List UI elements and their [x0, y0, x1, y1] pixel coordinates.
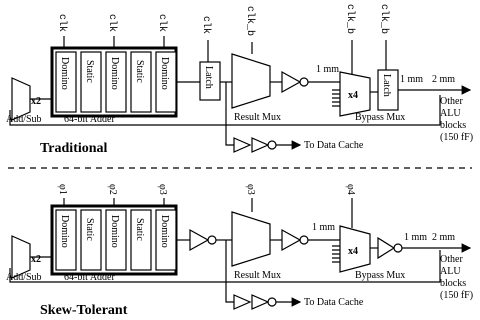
adder-inverter: [189, 228, 210, 252]
other-alu-label: (150 fF): [440, 290, 473, 301]
adder-stages: Domino Static Domino Static Domino: [55, 209, 177, 271]
stage-box: [55, 209, 77, 271]
length-1mm: 1 mm: [316, 64, 339, 75]
length-1mm: 1 mm: [312, 222, 335, 233]
to-cache-label: To Data Cache: [304, 140, 364, 151]
feedback-wire: [9, 95, 441, 126]
latch-label: Latch: [203, 66, 214, 89]
phase-label: φ1: [57, 184, 68, 195]
section-title: Skew-Tolerant: [40, 303, 128, 318]
to-cache-label: To Data Cache: [304, 297, 364, 308]
input-mux-x2: [11, 77, 31, 121]
other-alu-label: ALU: [440, 108, 461, 119]
stage-label: Domino: [159, 57, 170, 90]
inverter-bubble: [299, 77, 309, 87]
stage-label: Domino: [109, 215, 120, 248]
cache-branch-wire: [225, 240, 234, 303]
inverter-bubble: [207, 235, 217, 245]
mux-inverter: [281, 228, 302, 252]
stage-label: Static: [134, 218, 145, 241]
stage-box: [130, 51, 152, 113]
other-alu-label: ALU: [440, 266, 461, 277]
cache-buffer: [233, 137, 252, 153]
other-alu-label: Other: [440, 254, 463, 265]
stage-box: [55, 51, 77, 113]
stage-label: Domino: [159, 215, 170, 248]
x2-label: x2: [31, 254, 41, 265]
mux-phase-label: φ3: [245, 184, 256, 195]
clock-label: clk: [106, 14, 118, 32]
bypass-phase-label: φ4: [345, 184, 356, 195]
latch-box: [199, 61, 221, 101]
stage-label: Static: [134, 60, 145, 83]
cache-buffer-2: [251, 137, 270, 153]
bypass-inverter: [377, 236, 396, 260]
stage-label: Domino: [109, 57, 120, 90]
mux-inverter: [281, 70, 302, 94]
latch-clock-label: clk: [200, 16, 212, 34]
section-title: Traditional: [40, 141, 108, 156]
cache-buffer: [233, 294, 252, 310]
other-alu-label: blocks: [440, 120, 466, 131]
stage-box: [80, 209, 102, 271]
traditional-section: x2 Add/Sub Domino Static Domino Static D…: [6, 4, 473, 156]
addsub-label: Add/Sub: [6, 114, 42, 125]
cache-buffer-2: [251, 294, 270, 310]
result-mux: [231, 53, 271, 109]
feedback-wire: [9, 250, 441, 283]
result-mux-label: Result Mux: [234, 112, 281, 123]
phase-label: φ3: [157, 184, 168, 195]
x4-label: x4: [348, 90, 358, 101]
other-alu-label: blocks: [440, 278, 466, 289]
x4-label: x4: [348, 246, 358, 257]
latch2-label: Latch: [381, 74, 392, 97]
x2-label: x2: [31, 96, 41, 107]
length-2mm: 2 mm: [432, 232, 455, 243]
stage-label: Domino: [59, 57, 70, 90]
addsub-label: Add/Sub: [6, 272, 42, 283]
other-alu-label: Other: [440, 96, 463, 107]
latch2-clock-label: clk_b: [378, 4, 390, 34]
result-mux: [231, 211, 271, 267]
inverter-bubble: [267, 140, 277, 150]
bypass-mux: [339, 71, 371, 117]
result-mux-label: Result Mux: [234, 270, 281, 281]
skew-tolerant-section: x2 Add/Sub Domino Static Domino Static D…: [6, 184, 473, 318]
clock-label: clk: [156, 14, 168, 32]
other-alu-label: (150 fF): [440, 132, 473, 143]
stage-label: Domino: [59, 215, 70, 248]
phase-label: φ2: [107, 184, 118, 195]
inverter-bubble: [299, 235, 309, 245]
adder-label: 64-bit Adder: [64, 114, 115, 125]
adder-label: 64-bit Adder: [64, 272, 115, 283]
inverter-bubble: [267, 297, 277, 307]
cache-branch-wire: [225, 82, 234, 146]
bypass-mux-label: Bypass Mux: [355, 270, 405, 281]
stage-label: Static: [84, 218, 95, 241]
adder-stages: Domino Static Domino Static Domino: [55, 51, 177, 113]
bypass-inputs: [332, 245, 340, 263]
stage-label: Static: [84, 60, 95, 83]
bypass-inputs: [332, 89, 340, 107]
stage-box: [80, 51, 102, 113]
stage-box: [130, 209, 152, 271]
length-1mm-out: 1 mm: [400, 74, 423, 85]
length-1mm-out: 1 mm: [404, 232, 427, 243]
clock-label: clk: [56, 14, 68, 32]
inverter-bubble: [393, 243, 403, 253]
bypass-mux: [339, 225, 371, 273]
stage-box: [105, 209, 127, 271]
bypass-mux-label: Bypass Mux: [355, 112, 405, 123]
bypass-clock-label: clk_b: [344, 4, 356, 34]
input-mux-x2: [11, 235, 31, 279]
length-2mm: 2 mm: [432, 74, 455, 85]
stage-box: [105, 51, 127, 113]
mux-clock-label: clk_b: [244, 6, 256, 36]
